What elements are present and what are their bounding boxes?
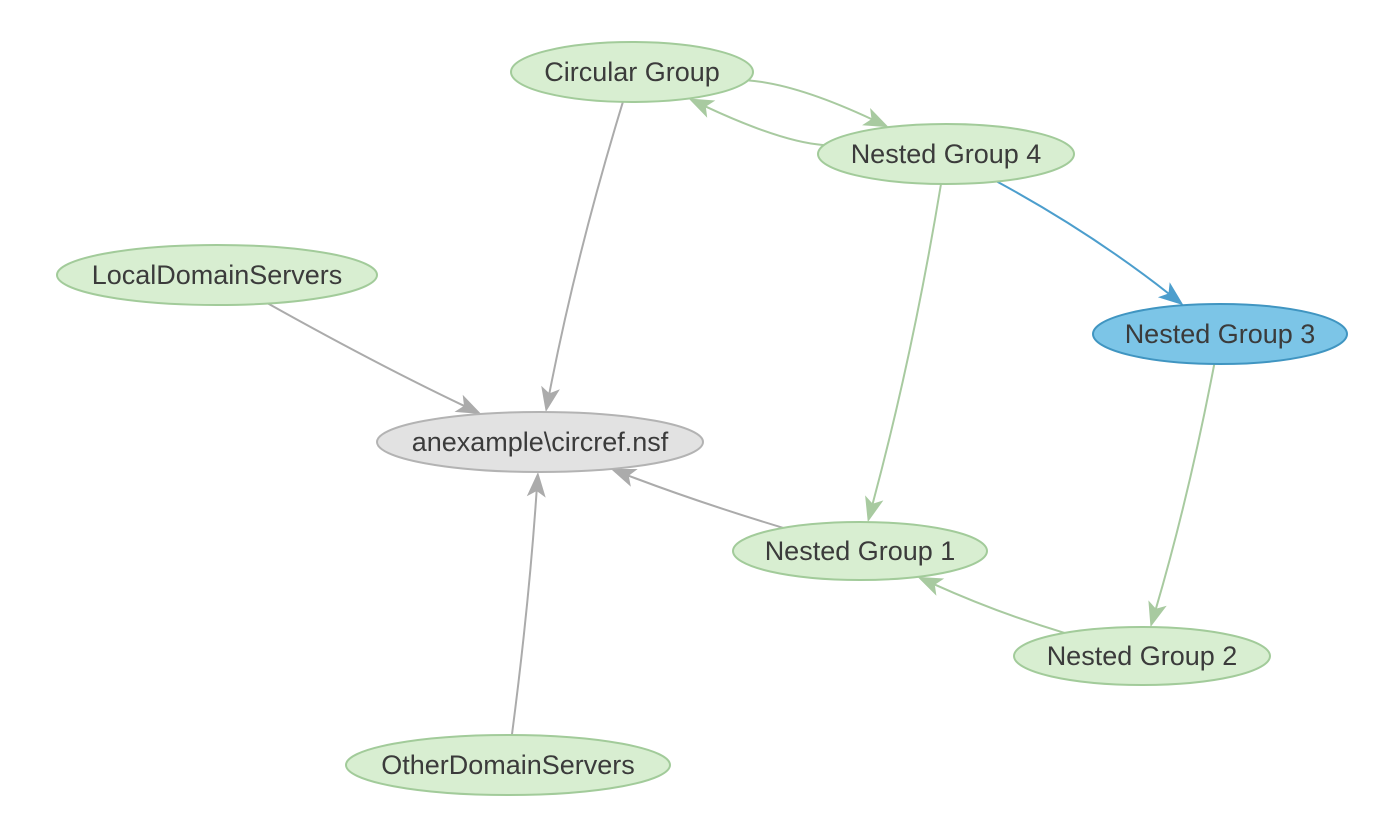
edge-circular-group-to-nested-group-4 — [748, 79, 889, 128]
edge-arrowhead — [1148, 600, 1167, 628]
edge-arrowhead — [865, 495, 884, 523]
node-shape[interactable] — [376, 411, 704, 473]
node-nested-group-3[interactable]: Nested Group 3 — [1092, 303, 1348, 365]
node-local-domain-servers[interactable]: LocalDomainServers — [56, 244, 378, 306]
edge-line — [267, 302, 466, 408]
edge-circular-group-to-anexample-circref-nsf — [541, 101, 624, 412]
edge-nested-group-1-to-anexample-circref-nsf — [610, 469, 784, 529]
edge-arrowhead — [862, 108, 889, 128]
edge-arrowhead — [1157, 282, 1184, 306]
edge-nested-group-2-to-nested-group-1 — [917, 576, 1065, 634]
edge-arrowhead — [526, 472, 546, 498]
edge-nested-group-3-to-nested-group-2 — [1148, 363, 1216, 628]
node-shape[interactable] — [56, 244, 378, 306]
edge-line — [871, 183, 942, 505]
edge-nested-group-4-to-circular-group — [688, 98, 824, 147]
edge-arrowhead — [917, 576, 945, 596]
node-shape[interactable] — [345, 734, 671, 796]
node-anexample-circref-nsf[interactable]: anexample\circref.nsf — [376, 411, 704, 473]
node-shape[interactable] — [1092, 303, 1348, 365]
node-circular-group[interactable]: Circular Group — [510, 41, 754, 103]
edge-local-domain-servers-to-anexample-circref-nsf — [267, 302, 482, 414]
node-shape[interactable] — [817, 123, 1075, 185]
edge-nested-group-4-to-nested-group-1 — [865, 183, 942, 523]
edge-arrowhead — [454, 394, 482, 414]
node-other-domain-servers[interactable]: OtherDomainServers — [345, 734, 671, 796]
edge-nested-group-4-to-nested-group-3 — [996, 180, 1184, 306]
edge-line — [748, 79, 873, 121]
node-shape[interactable] — [732, 521, 988, 581]
edge-line — [704, 105, 824, 147]
node-nested-group-4[interactable]: Nested Group 4 — [817, 123, 1075, 185]
edge-arrowhead — [610, 469, 638, 487]
node-nested-group-2[interactable]: Nested Group 2 — [1013, 626, 1271, 686]
node-nested-group-1[interactable]: Nested Group 1 — [732, 521, 988, 581]
edge-arrowhead — [688, 98, 716, 118]
edge-arrowhead — [541, 385, 560, 412]
edge-line — [627, 474, 784, 529]
edge-line — [1154, 363, 1216, 611]
node-shape[interactable] — [510, 41, 754, 103]
edge-line — [510, 489, 538, 736]
edge-line — [933, 583, 1065, 634]
node-shape[interactable] — [1013, 626, 1271, 686]
edge-line — [548, 101, 624, 395]
edge-line — [996, 180, 1170, 295]
edge-other-domain-servers-to-anexample-circref-nsf — [510, 472, 546, 736]
